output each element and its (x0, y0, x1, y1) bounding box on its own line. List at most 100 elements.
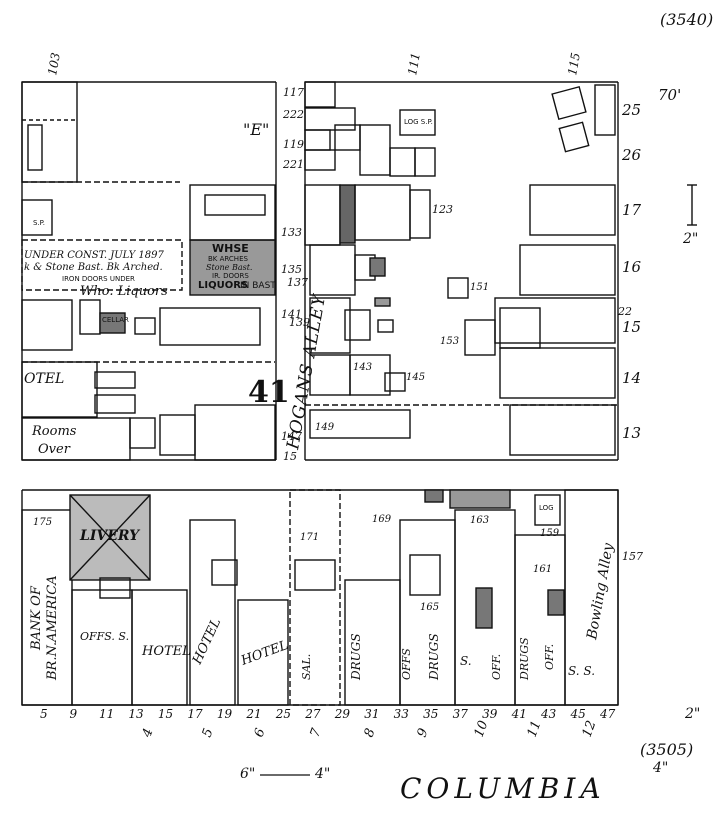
alley-num-137: 137 (287, 276, 308, 289)
alley-num-221: 221 (282, 158, 304, 171)
street-number: 15 (158, 707, 173, 721)
label-off: OFF. (490, 654, 503, 680)
alley-num-117: 117 (283, 86, 304, 99)
sheet-labels: (3540) 41 70' 2" (3505) 2" COLUMBIA 6" 4… (240, 10, 713, 805)
top-num-103: 103 (45, 51, 63, 76)
street-number: 35 (423, 707, 438, 721)
street-number: 45 (570, 707, 586, 721)
block-number: 41 (248, 375, 290, 410)
street-number: 11 (99, 707, 114, 721)
street-number: 9 (69, 707, 77, 721)
bottom-block (21, 489, 619, 706)
label-cellar: CELLAR (102, 316, 129, 324)
street-number: 25 (275, 707, 291, 721)
lot-number: 12 (580, 719, 600, 740)
label-s-s: S. S. (568, 664, 595, 678)
lot-number: 5 (200, 726, 217, 739)
label-rooms: Rooms (31, 424, 77, 439)
street-width-top: 70' (658, 86, 681, 104)
label-165: 165 (420, 602, 439, 613)
street-number: 5 (40, 707, 48, 721)
label-159: 159 (540, 528, 560, 539)
label-log: LOG (539, 504, 554, 512)
lot-number: 10 (472, 719, 492, 740)
alley-num-135: 135 (281, 263, 302, 276)
label-over: Over (38, 442, 71, 457)
street-number: 37 (453, 707, 469, 721)
sheet-ref-top: (3540) (660, 10, 713, 29)
label-drugs-1: DRUGS (349, 633, 363, 681)
alley-num-133: 133 (281, 226, 302, 239)
label-stone-bast: k & Stone Bast. Bk Arched. (24, 262, 163, 273)
label-livery: LIVERY (79, 528, 141, 544)
dim-bottom-4a: 4" (314, 766, 330, 782)
label-143: 143 (353, 362, 372, 373)
label-iron-doors: IRON DOORS UNDER (62, 275, 135, 283)
label-hotel-3: HOTEL (238, 638, 290, 669)
street-number: 31 (364, 707, 379, 721)
label-149: 149 (315, 422, 335, 433)
label-163: 163 (470, 515, 489, 526)
top-block-labels: 103 111 115 25 26 17 16 22 15 14 13 UNDE… (24, 51, 642, 457)
label-175: 175 (33, 517, 52, 528)
right-num-13: 13 (622, 424, 641, 442)
alley-num-15: 15 (283, 450, 297, 463)
label-drugs-2: DRUGS (427, 633, 441, 681)
label-sp: S.P. (33, 219, 45, 227)
right-num-26: 26 (621, 146, 642, 164)
alley-num-141: 141 (281, 308, 302, 321)
label-off-2: OFF. (543, 644, 556, 670)
lot-number: 9 (415, 726, 432, 739)
right-num-14: 14 (622, 369, 641, 387)
street-number: 41 (511, 707, 527, 721)
right-num-25: 25 (621, 101, 641, 119)
street-number: 27 (304, 707, 321, 721)
lot-number: 6 (252, 726, 269, 739)
lot-number: 7 (308, 726, 325, 740)
top-num-111: 111 (405, 52, 423, 77)
label-whse-sub3: IR. DOORS (212, 272, 249, 280)
street-number: 43 (540, 707, 557, 721)
street-number: 17 (187, 707, 203, 721)
label-bank-1: BANK OF (29, 585, 44, 651)
label-bank-2: BR.N.AMERICA (45, 575, 60, 681)
label-offs-s: OFFS. S. (80, 630, 129, 643)
lot-number: 4 (139, 726, 156, 740)
label-157: 157 (622, 550, 643, 563)
alley-e-label: "E" (243, 120, 269, 139)
label-hotel-2: HOTEL (190, 616, 225, 667)
top-block (21, 81, 619, 461)
sheet-ref-bottom: (3505) (640, 740, 693, 759)
alley-num-139: 139 (289, 316, 310, 329)
lot-number: 11 (525, 719, 545, 740)
label-under-const: UNDER CONST. JULY 1897 (24, 250, 165, 261)
street-number: 29 (334, 707, 351, 721)
street-number: 39 (482, 707, 498, 721)
alley-num-222: 222 (282, 108, 304, 121)
right-num-16: 16 (622, 258, 642, 276)
street-columbia: COLUMBIA (400, 772, 606, 805)
alley-num-147: 147 (281, 430, 302, 443)
hogans-alley: HOGANS ALLEY "E" 117 222 119 221 133 135… (243, 86, 330, 463)
label-whse-sub5: IN BAST (240, 281, 276, 291)
dim-bottom-6: 6" (240, 766, 255, 782)
label-bowling: Bowling Alley (584, 541, 617, 642)
street-number: 33 (394, 707, 410, 721)
label-offs-2: OFFS (400, 648, 413, 680)
right-num-17: 17 (622, 201, 642, 219)
label-sal: SAL. (300, 654, 313, 680)
label-s-off: S. (460, 654, 472, 668)
label-who-liquors: Who. Liquors (80, 284, 168, 299)
street-number: 47 (599, 707, 616, 721)
label-whse-sub1: BK ARCHES (208, 255, 248, 263)
label-153: 153 (440, 336, 459, 347)
right-num-15: 15 (622, 318, 641, 336)
right-num-22: 22 (617, 305, 632, 318)
street-number: 13 (128, 707, 144, 721)
dim-right-bottom: 2" (684, 706, 700, 722)
street-number: 19 (217, 707, 233, 721)
label-169: 169 (372, 514, 392, 525)
street-number: 21 (245, 707, 261, 721)
